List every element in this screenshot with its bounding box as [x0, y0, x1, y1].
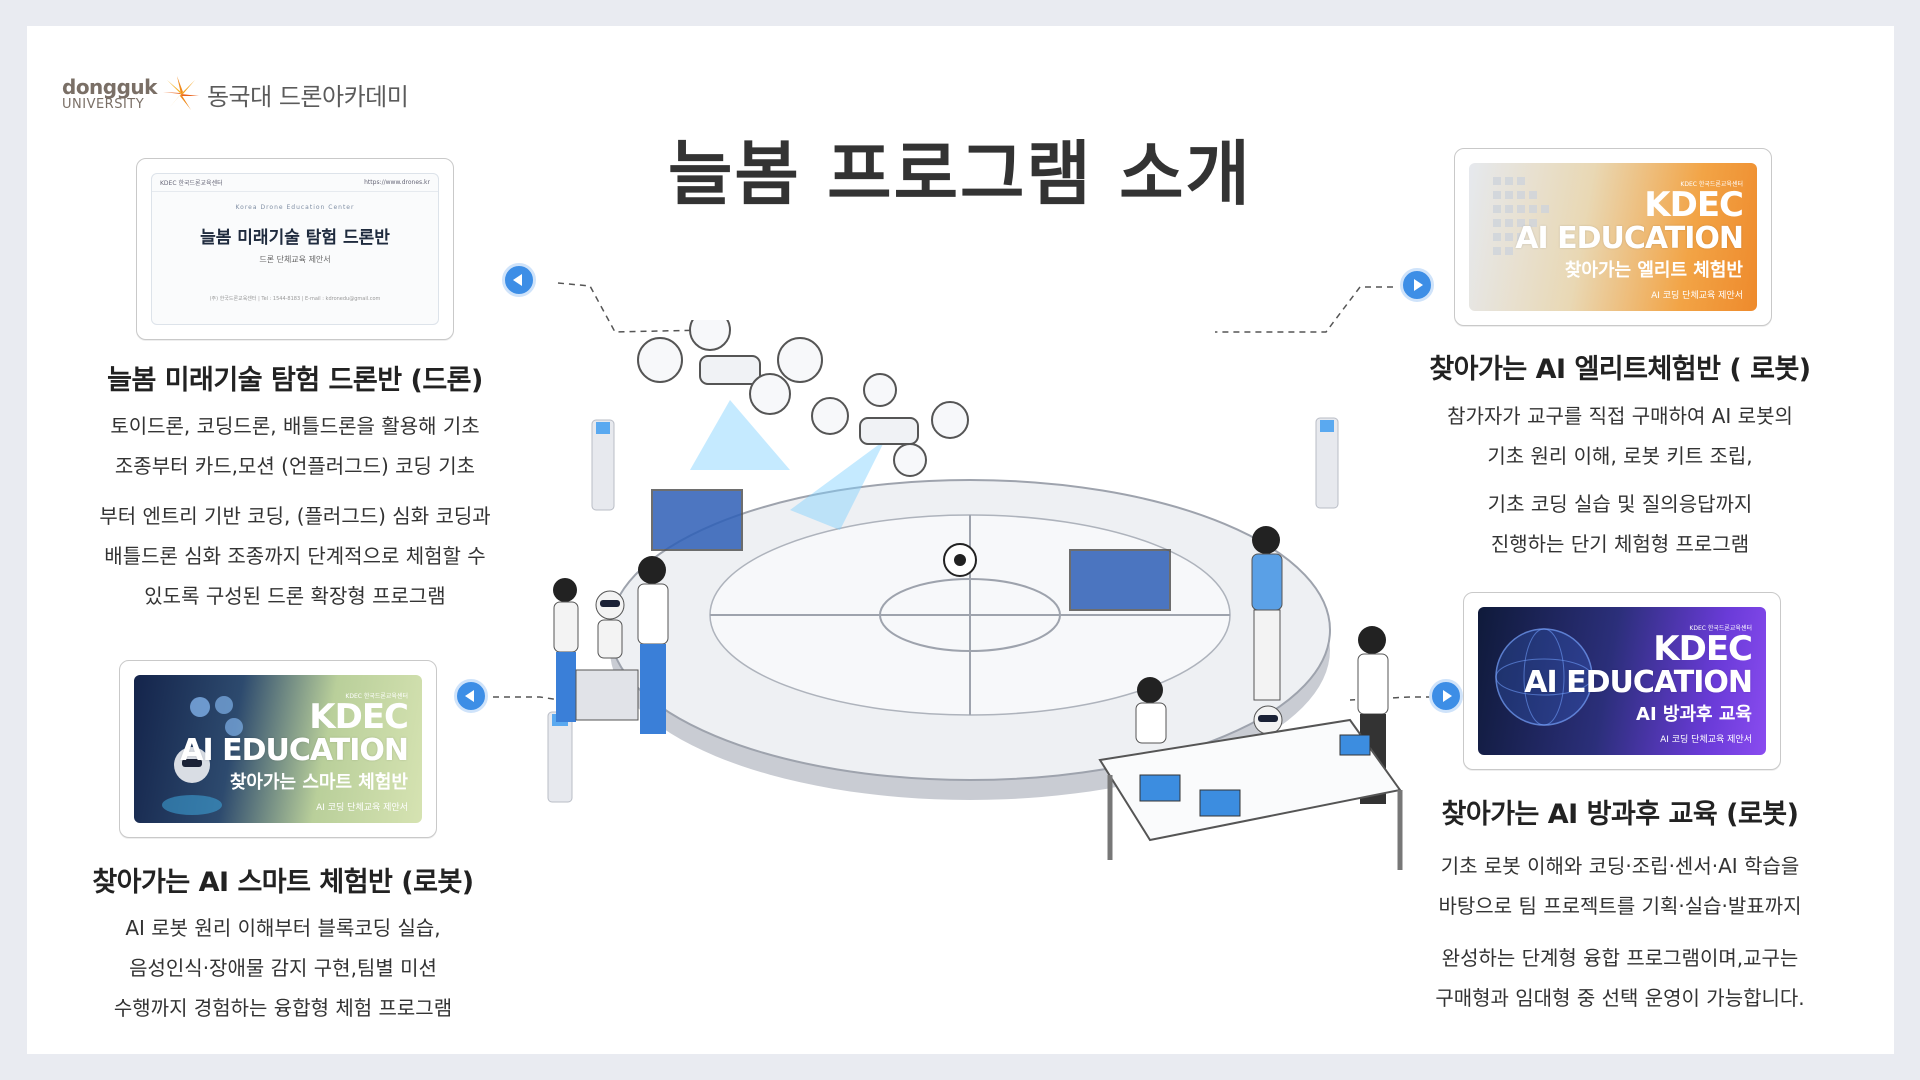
section-title-elite: 찾아가는 AI 엘리트체험반 ( 로봇) — [1429, 354, 1811, 385]
body-line: 바탕으로 팀 프로젝트를 기획·실습·발표까지 — [1438, 894, 1802, 918]
dongguk-logo: dongguk UNIVERSITY 동국대 드론아카데미 — [62, 74, 409, 114]
body-line: 조종부터 카드,모션 (언플러그드) 코딩 기초 — [114, 454, 476, 478]
play-left-icon — [465, 690, 474, 702]
card-elite-proposal[interactable]: KDEC 한국드론교육센터 KDEC AI EDUCATION 찾아가는 엘리트… — [1454, 148, 1772, 326]
body-line: 진행하는 단기 체험형 프로그램 — [1490, 532, 1750, 556]
cover-subtitle: 드론 단체교육 제안서 — [259, 255, 331, 264]
section-body-afterschool: 기초 로봇 이해와 코딩·조립·센서·AI 학습을 바탕으로 팀 프로젝트를 기… — [1395, 856, 1845, 1028]
section-title-smart: 찾아가는 AI 스마트 체험반 (로봇) — [92, 867, 474, 898]
section-body-drone: 토이드론, 코딩드론, 배틀드론을 활용해 기초 조종부터 카드,모션 (언플러… — [70, 416, 520, 626]
card-drone-cover: KDEC 한국드론교육센터 https://www.drones.kr Kore… — [151, 173, 439, 325]
card-drone-proposal[interactable]: KDEC 한국드론교육센터 https://www.drones.kr Kore… — [136, 158, 454, 340]
cover-program-name: AI 방과후 교육 — [1636, 704, 1752, 725]
card-elite-cover: KDEC 한국드론교육센터 KDEC AI EDUCATION 찾아가는 엘리트… — [1469, 163, 1757, 311]
play-right-icon — [1414, 279, 1423, 291]
body-line: 부터 엔트리 기반 코딩, (플러그드) 심화 코딩과 — [99, 504, 491, 528]
cover-subtitle: AI 코딩 단체교육 제안서 — [1651, 291, 1743, 301]
cover-program-name: 찾아가는 스마트 체험반 — [229, 772, 408, 793]
card-smart-proposal[interactable]: KDEC 한국드론교육센터 KDEC AI EDUCATION 찾아가는 스마트… — [119, 660, 437, 838]
card-smart-cover: KDEC 한국드론교육센터 KDEC AI EDUCATION 찾아가는 스마트… — [134, 675, 422, 823]
body-line: AI 로봇 원리 이해부터 블록코딩 실습, — [125, 916, 441, 940]
cover-ai-education: AI EDUCATION — [1524, 665, 1753, 700]
cover-org-tag: KDEC 한국드론교육센터 — [345, 693, 408, 700]
cover-kicker: Korea Drone Education Center — [235, 204, 355, 211]
body-line: 있도록 구성된 드론 확장형 프로그램 — [144, 584, 446, 608]
section-body-smart: AI 로봇 원리 이해부터 블록코딩 실습, 음성인식·장애물 감지 구현,팀별… — [58, 918, 508, 1038]
body-line: 구매형과 임대형 중 선택 운영이 가능합니다. — [1435, 986, 1805, 1010]
body-line: 기초 코딩 실습 및 질의응답까지 — [1487, 492, 1753, 516]
body-line: 완성하는 단계형 융합 프로그램이며,교구는 — [1441, 946, 1799, 970]
body-line: 수행까지 경험하는 융합형 체험 프로그램 — [113, 996, 453, 1020]
logo-brand-sub: UNIVERSITY — [62, 97, 145, 112]
cover-subtitle: AI 코딩 단체교육 제안서 — [316, 803, 408, 813]
cover-kdec-wordmark: KDEC — [1653, 629, 1753, 669]
cover-org-label: KDEC 한국드론교육센터 — [160, 180, 223, 187]
cover-kdec-wordmark: KDEC — [1644, 185, 1744, 225]
arrow-right-button-afterschool[interactable] — [1429, 679, 1463, 713]
cover-program-name: 찾아가는 엘리트 체험반 — [1564, 260, 1743, 281]
play-right-icon — [1443, 690, 1452, 702]
drone-icon — [637, 320, 969, 530]
section-body-elite: 참가자가 교구를 직접 구매하여 AI 로봇의 기초 원리 이해, 로봇 키트 … — [1395, 406, 1845, 574]
body-line: 기초 로봇 이해와 코딩·조립·센서·AI 학습을 — [1440, 854, 1800, 878]
arrow-right-button-elite[interactable] — [1400, 268, 1434, 302]
globe-network-image — [1495, 628, 1593, 726]
page-title: 늘봄 프로그램 소개 — [668, 133, 1252, 215]
cover-footer: (주) 한국드론교육센터 | Tel : 1544-8183 | E-mail … — [209, 296, 381, 302]
lotus-logo-icon — [162, 76, 199, 110]
cover-url-label: https://www.drones.kr — [364, 179, 430, 186]
central-illustration — [547, 320, 1403, 870]
body-line: 토이드론, 코딩드론, 배틀드론을 활용해 기초 — [110, 414, 480, 438]
cover-title: 늘봄 미래기술 탐험 드론반 — [200, 228, 390, 248]
cover-subtitle: AI 코딩 단체교육 제안서 — [1660, 735, 1752, 745]
body-line: 참가자가 교구를 직접 구매하여 AI 로봇의 — [1447, 404, 1793, 428]
cover-kdec-wordmark: KDEC — [309, 697, 409, 737]
play-left-icon — [513, 274, 522, 286]
arrow-left-button-smart[interactable] — [454, 679, 488, 713]
academy-name: 동국대 드론아카데미 — [206, 82, 409, 111]
robot-hologram-image — [162, 696, 243, 815]
body-line: 음성인식·장애물 감지 구현,팀별 미션 — [129, 956, 437, 980]
cover-org-tag: KDEC 한국드론교육센터 — [1680, 181, 1743, 188]
logo-brand-main: dongguk — [62, 75, 157, 99]
card-afterschool-proposal[interactable]: KDEC 한국드론교육센터 KDEC AI EDUCATION AI 방과후 교… — [1463, 592, 1781, 770]
card-afterschool-cover: KDEC 한국드론교육센터 KDEC AI EDUCATION AI 방과후 교… — [1478, 607, 1766, 755]
cover-ai-education: AI EDUCATION — [1515, 221, 1744, 256]
section-title-afterschool: 찾아가는 AI 방과후 교육 (로봇) — [1441, 799, 1799, 830]
cover-ai-education: AI EDUCATION — [180, 733, 409, 768]
section-title-drone: 늘봄 미래기술 탐험 드론반 (드론) — [107, 365, 483, 396]
arrow-left-button-drone[interactable] — [502, 263, 536, 297]
workbench-icon — [1098, 718, 1403, 870]
glass-building-image — [1493, 177, 1549, 255]
body-line: 배틀드론 심화 조종까지 단계적으로 체험할 수 — [104, 544, 486, 568]
soccer-goal-icon — [651, 489, 1171, 611]
cover-org-tag: KDEC 한국드론교육센터 — [1689, 625, 1752, 632]
body-line: 기초 원리 이해, 로봇 키트 조립, — [1487, 444, 1753, 468]
